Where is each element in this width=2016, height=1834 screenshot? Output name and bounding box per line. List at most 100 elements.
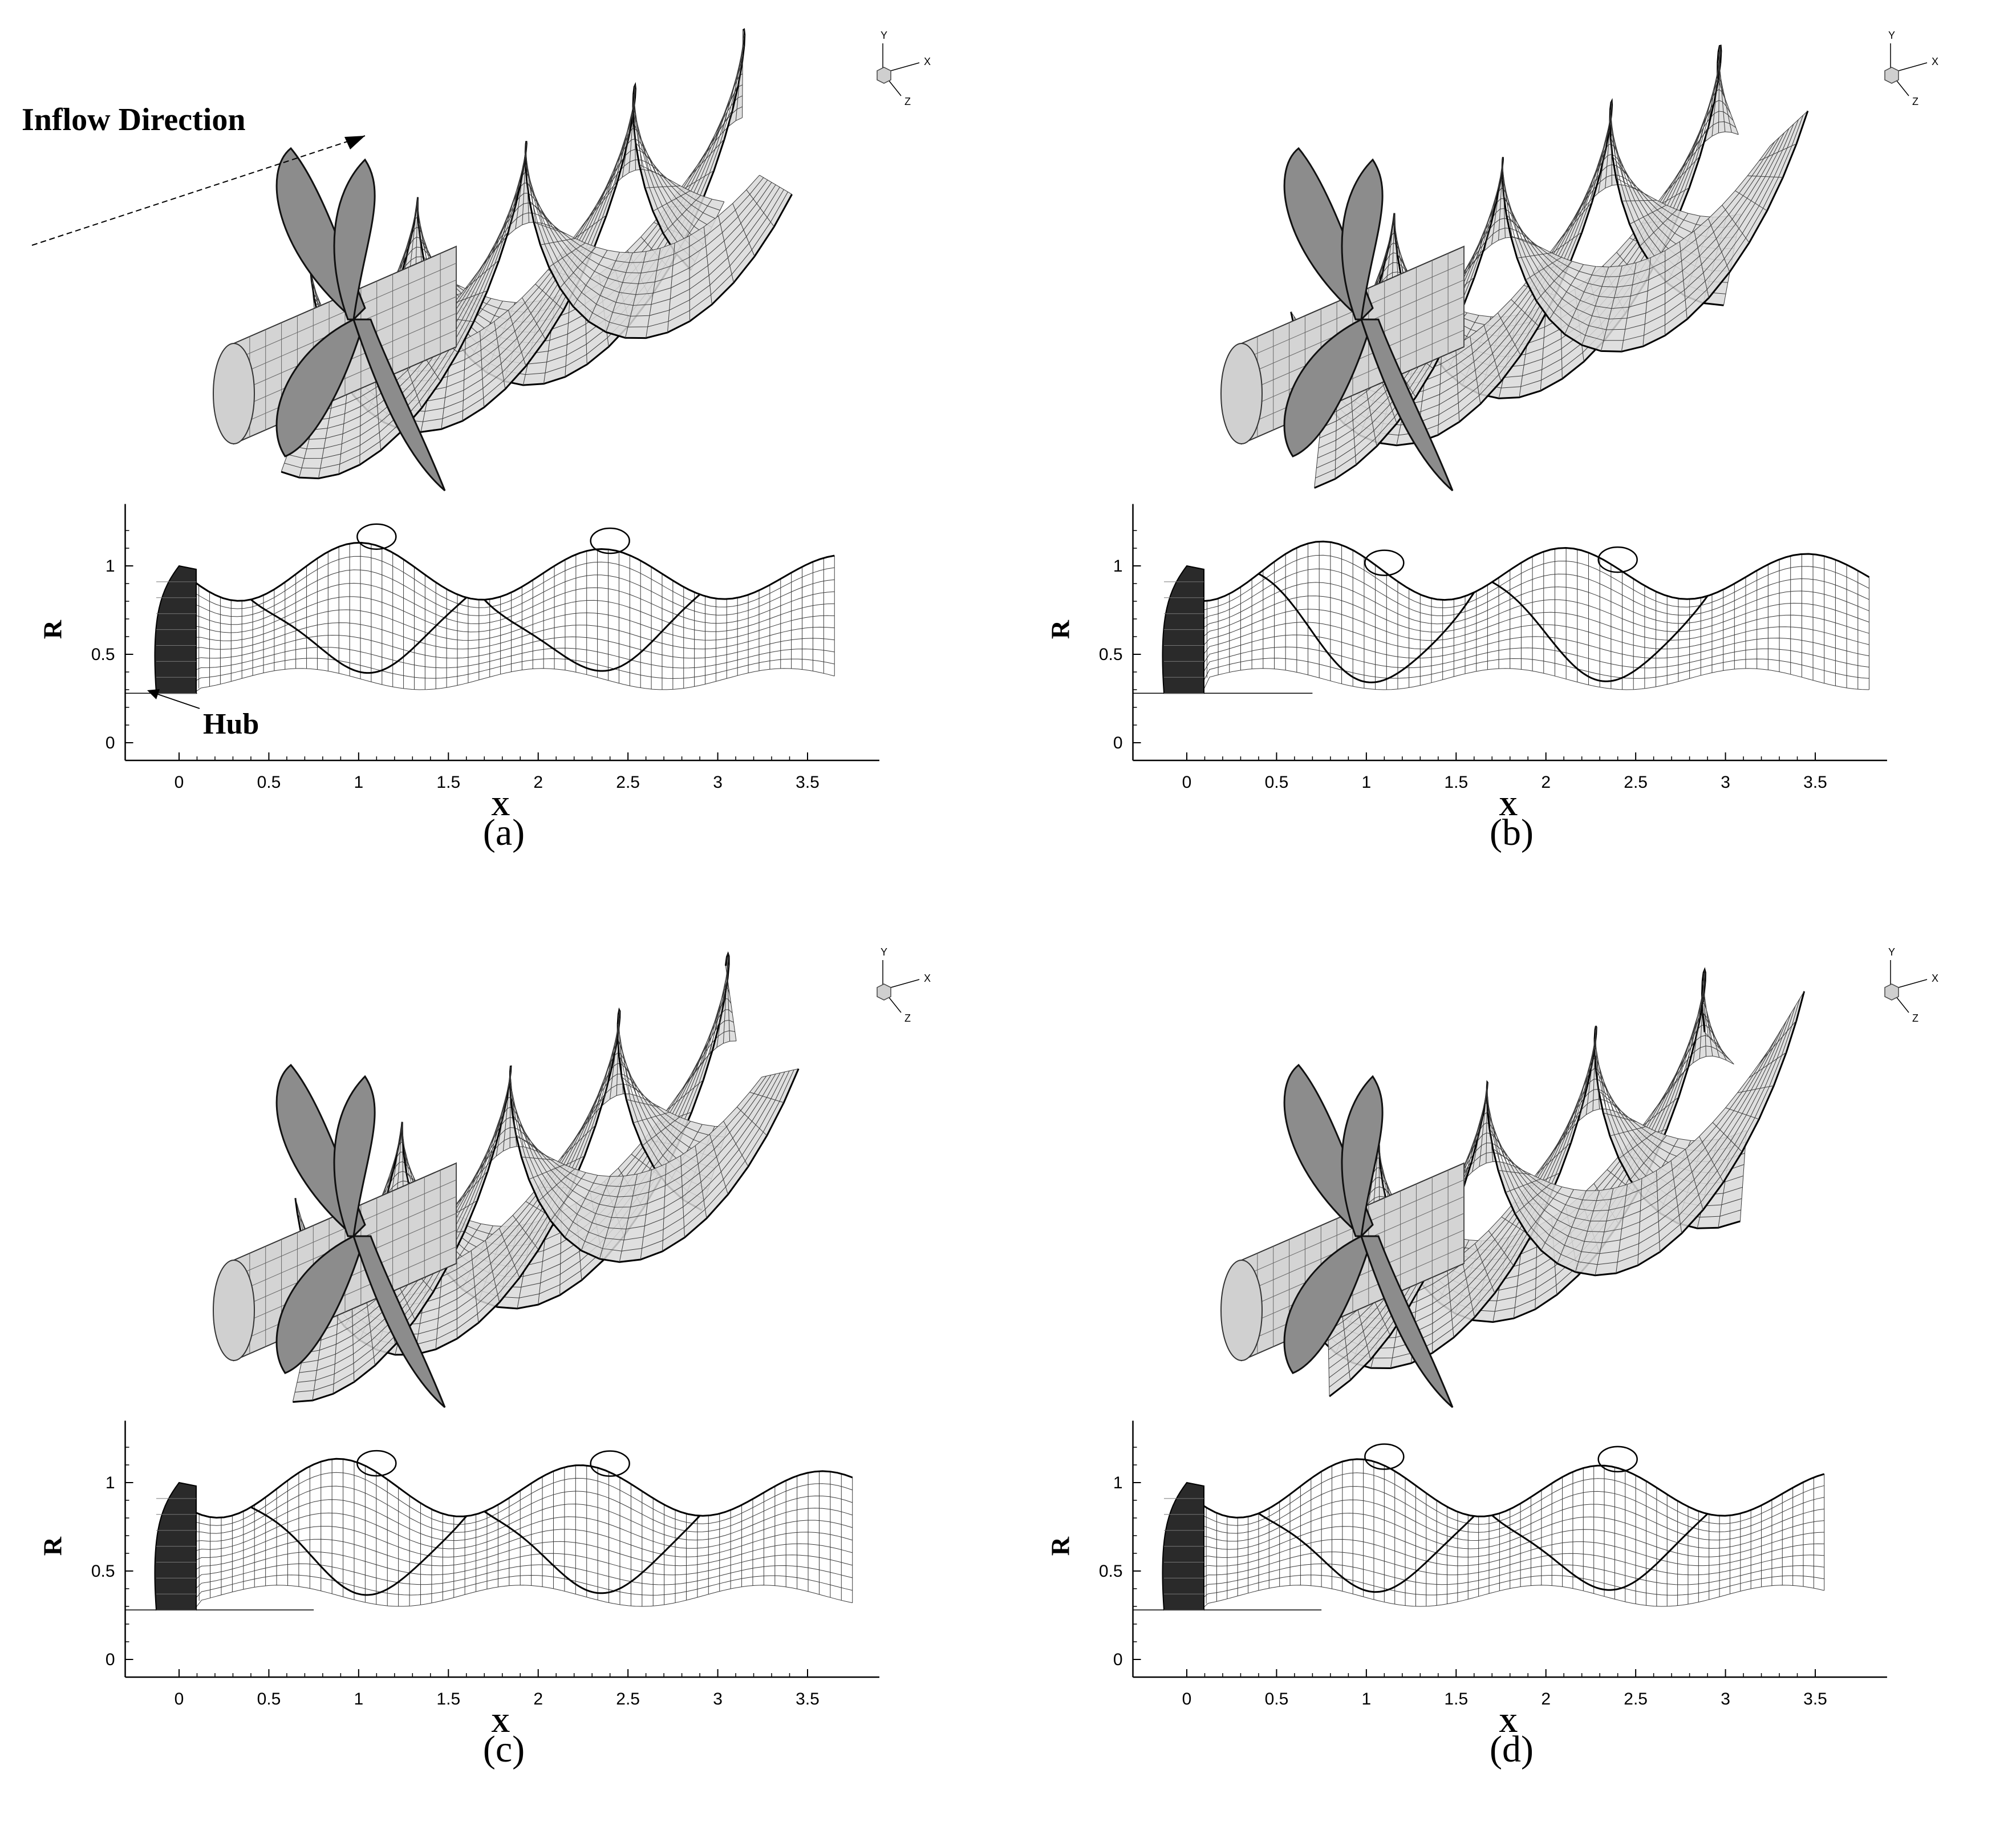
wake-sheet-line xyxy=(1595,1030,1600,1110)
y-axis-label: R xyxy=(1046,1536,1075,1556)
wake-sheet-line xyxy=(746,189,774,227)
wake-sheet-line xyxy=(508,151,526,236)
wake-sheet-line xyxy=(581,184,617,228)
wake-sheet-line xyxy=(1557,1191,1587,1264)
vortex-loop xyxy=(590,527,630,554)
wake-sheet-line xyxy=(607,113,634,193)
wake-sheet-line xyxy=(1461,1255,1475,1318)
wake-sheet-line xyxy=(1735,190,1767,211)
wake-sheet-line xyxy=(1629,205,1667,225)
axis-triad: YXZ xyxy=(877,946,931,1024)
propeller-blade xyxy=(352,318,446,492)
wake-sheet-line xyxy=(1489,1128,1515,1167)
wake-streamline xyxy=(1186,1526,1824,1558)
wake-sheet-line xyxy=(725,965,737,1041)
vortex-loop xyxy=(1364,1443,1405,1470)
wake-sheet-line xyxy=(618,1055,644,1099)
wake-sheet-line xyxy=(508,310,526,367)
x-axis-label: X xyxy=(491,1709,510,1738)
x-tick-label: 3.5 xyxy=(1803,1690,1827,1709)
wake-sheet-line xyxy=(599,1176,624,1259)
y-tick-label: 0 xyxy=(106,1650,115,1669)
wake-streamline xyxy=(179,1499,853,1542)
wake-sheet-line xyxy=(470,1250,479,1323)
wake-3d xyxy=(1220,967,1806,1408)
wake-streamline xyxy=(179,1574,853,1601)
wake-sheet-line xyxy=(1566,174,1600,230)
wake-streamline xyxy=(1186,1499,1824,1542)
wake-streamline xyxy=(179,556,835,609)
wake-streamline xyxy=(1186,1472,1824,1526)
wake-sheet-line xyxy=(1536,261,1572,301)
triad-z-label: Z xyxy=(904,1013,911,1024)
propeller-blade xyxy=(1283,318,1368,458)
wake-sheet-line xyxy=(496,1071,511,1156)
x-tick-label: 2 xyxy=(1541,773,1551,792)
wake-sheet-line xyxy=(1487,1111,1507,1164)
tip-vortex-line xyxy=(1491,581,1709,682)
wake-sheet-line xyxy=(1517,252,1552,258)
wake-sheet-line xyxy=(463,1143,497,1195)
wake-sheet-line xyxy=(703,226,712,305)
wake-sheet-line xyxy=(1652,1066,1689,1112)
inflow-direction-label: Inflow Direction xyxy=(22,102,246,137)
wake-sheet-line xyxy=(697,110,733,165)
wake-sheet-line xyxy=(1492,1148,1523,1171)
wake-sheet-line xyxy=(726,957,731,1042)
y-axis-label: R xyxy=(38,1536,67,1556)
wake-sheet-line xyxy=(533,222,566,234)
x-tick-label: 3 xyxy=(713,773,723,792)
wake-sheet-line xyxy=(1540,1189,1574,1251)
wake-sheet-line xyxy=(694,998,725,1072)
wake-sheet-line xyxy=(1639,209,1677,247)
wake-sheet-line xyxy=(689,236,690,322)
wake-sheet-line xyxy=(1564,266,1596,335)
wake-sheet-line xyxy=(1470,336,1481,404)
hub-pointer-head xyxy=(147,689,160,699)
wake-sheet-line xyxy=(640,1169,652,1260)
wake-sheet-line xyxy=(706,83,739,153)
wake-streamline xyxy=(179,622,835,650)
wake-sheet-line xyxy=(1670,1160,1682,1234)
wake-sheet-line xyxy=(1581,266,1609,346)
wake-sheet-line xyxy=(540,238,575,245)
vortex-loop xyxy=(1364,549,1405,576)
wake-sheet-line xyxy=(1505,1179,1541,1193)
wake-sheet-line xyxy=(559,246,597,289)
propeller-blades xyxy=(275,147,446,492)
wake-sheet-line xyxy=(1506,214,1535,245)
wake-streamline xyxy=(1186,1459,1824,1518)
wake-sheet-line xyxy=(653,1121,691,1167)
wake-sheet-line xyxy=(1557,201,1593,244)
propeller-blade xyxy=(352,1235,446,1408)
wake-sheet-line xyxy=(1510,236,1543,249)
triad-z-label: Z xyxy=(904,96,911,107)
inflow-arrow-line xyxy=(31,135,366,246)
hub-mesh-line xyxy=(1241,1246,1465,1345)
x-axis-label: X xyxy=(1499,792,1518,821)
wake-sheet-line xyxy=(1737,1085,1774,1094)
wake-streamline xyxy=(179,646,835,671)
wake-streamline xyxy=(1186,1539,1824,1568)
wake-sheet-line xyxy=(1341,1313,1351,1380)
wake-sheet-line xyxy=(525,152,536,222)
wake-sheet-line xyxy=(1498,1170,1531,1175)
x-tick-label: 0.5 xyxy=(257,773,281,792)
wake-sheet-line xyxy=(639,164,672,181)
wake-streamline xyxy=(1187,1585,1824,1610)
wake-sheet-line xyxy=(512,1215,539,1250)
wake-sheet-line xyxy=(635,142,664,177)
x-tick-label: 3 xyxy=(1721,773,1730,792)
wake-sheet-line xyxy=(581,1176,611,1251)
y-tick-label: 0 xyxy=(1113,1650,1123,1669)
wake-streamline xyxy=(179,596,835,633)
propeller-blades xyxy=(275,1063,446,1408)
wake-sheet-line xyxy=(1488,1230,1514,1266)
